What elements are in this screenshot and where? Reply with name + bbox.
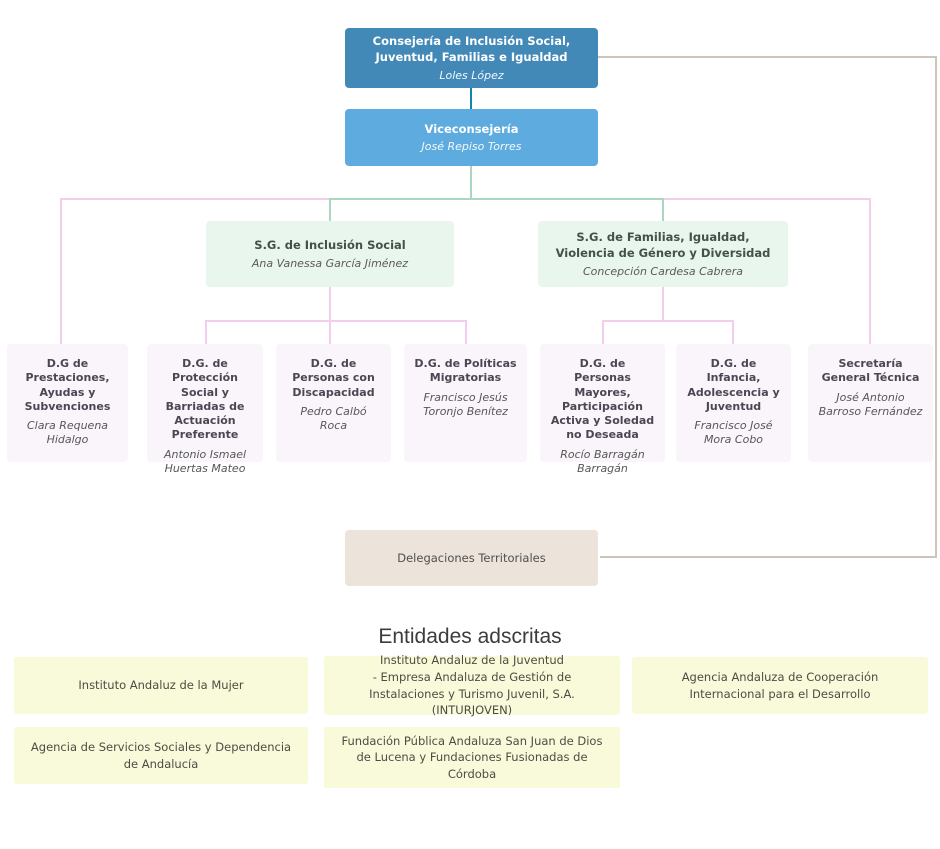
dg-infancia-box[interactable]: D.G. de Infancia, Adolescencia y Juventu… (676, 344, 791, 462)
dg-title: D.G. de Políticas Migratorias (414, 357, 517, 385)
connector-consejeria-right (598, 56, 937, 58)
entidad-label: Instituto Andaluz de la Mujer (78, 678, 244, 693)
dg-person: Pedro Calbó Roca (300, 404, 367, 433)
entidad-fundacion-box[interactable]: Fundación Pública Andaluza San Juan de D… (324, 727, 620, 788)
connector-sg1-bar (205, 320, 467, 322)
dg-person: Antonio Ismael Huertas Mateo (163, 447, 247, 476)
dg-title: Secretaría General Técnica (821, 357, 920, 385)
dg-mayores-box[interactable]: D.G. de Personas Mayores, Participación … (540, 344, 665, 475)
connector-to-sg2 (662, 198, 664, 221)
entidad-label: Agencia Andaluza de Cooperación Internac… (681, 669, 879, 701)
consejeria-person: Loles López (439, 68, 504, 82)
consejeria-title: Consejería de Inclusión Social, Juventud… (372, 34, 571, 64)
connector-right-vertical (935, 56, 937, 558)
sg-title: S.G. de Inclusión Social (254, 238, 406, 253)
connector-sg1-down (329, 287, 331, 345)
connector-delegaciones (600, 556, 937, 558)
connector-consejeria-vice (470, 88, 472, 109)
dg-proteccion-box[interactable]: D.G. de Protección Social y Barriadas de… (147, 344, 263, 475)
entidad-juventud-box[interactable]: Instituto Andaluz de la Juventud - Empre… (324, 653, 620, 717)
connector-tier1-center (330, 198, 663, 200)
entidad-label: Fundación Pública Andaluza San Juan de D… (341, 733, 603, 781)
connector-vice-down (470, 166, 472, 199)
connector-to-sg1 (329, 198, 331, 221)
consejeria-box[interactable]: Consejería de Inclusión Social, Juventud… (345, 28, 598, 88)
entidad-label: Agencia de Servicios Sociales y Dependen… (30, 739, 292, 771)
dg-migratorias-box[interactable]: D.G. de Políticas Migratorias Francisco … (404, 344, 527, 462)
viceconsejeria-box[interactable]: Viceconsejería José Repiso Torres (345, 109, 598, 166)
entidad-servicios-box[interactable]: Agencia de Servicios Sociales y Dependen… (14, 727, 308, 784)
connector-to-dg1 (60, 198, 62, 345)
sg-inclusion-box[interactable]: S.G. de Inclusión Social Ana Vanessa Gar… (206, 221, 454, 287)
sg-title: S.G. de Familias, Igualdad, Violencia de… (555, 230, 771, 260)
dg-title: D.G. de Personas Mayores, Participación … (550, 357, 655, 442)
viceconsejeria-title: Viceconsejería (424, 121, 519, 136)
connector-to-dg4 (465, 320, 467, 345)
delegaciones-title: Delegaciones Territoriales (397, 551, 546, 565)
dg-title: D.G. de Infancia, Adolescencia y Juventu… (687, 357, 780, 413)
sg-person: Ana Vanessa García Jiménez (251, 256, 409, 270)
connector-sg2-down (662, 287, 664, 322)
sg-familias-box[interactable]: S.G. de Familias, Igualdad, Violencia de… (538, 221, 788, 287)
dg-person: Francisco José Mora Cobo (694, 419, 773, 447)
connector-tier1-left (60, 198, 330, 200)
entidades-heading: Entidades adscritas (378, 625, 562, 648)
connector-to-dg6 (732, 320, 734, 345)
entidad-cooperacion-box[interactable]: Agencia Andaluza de Cooperación Internac… (632, 657, 928, 714)
dg-person: José Antonio Barroso Fernández (818, 390, 923, 418)
dg-person: Clara Requena Hidalgo (26, 419, 109, 447)
dg-title: D.G. de Personas con Discapacidad (292, 357, 375, 399)
connector-sg2-bar (602, 320, 734, 322)
dg-discapacidad-box[interactable]: D.G. de Personas con Discapacidad Pedro … (276, 344, 391, 462)
dg-title: D.G. de Protección Social y Barriadas de… (165, 357, 245, 442)
dg-person: Rocío Barragán Barragán (560, 447, 645, 476)
sg-person: Concepción Cardesa Cabrera (582, 264, 744, 278)
dg-person: Francisco Jesús Toronjo Benítez (423, 390, 508, 418)
connector-tier1-right (663, 198, 871, 200)
entidad-label: Instituto Andaluz de la Juventud - Empre… (369, 653, 575, 718)
connector-to-sgt (869, 198, 871, 345)
delegaciones-box[interactable]: Delegaciones Territoriales (345, 530, 598, 586)
connector-to-dg5 (602, 320, 604, 345)
connector-to-dg2 (205, 320, 207, 345)
entidad-mujer-box[interactable]: Instituto Andaluz de la Mujer (14, 657, 308, 714)
viceconsejeria-person: José Repiso Torres (421, 140, 522, 154)
secretaria-general-box[interactable]: Secretaría General Técnica José Antonio … (808, 344, 933, 462)
dg-title: D.G de Prestaciones, Ayudas y Subvencion… (24, 357, 111, 413)
dg-prestaciones-box[interactable]: D.G de Prestaciones, Ayudas y Subvencion… (7, 344, 128, 462)
